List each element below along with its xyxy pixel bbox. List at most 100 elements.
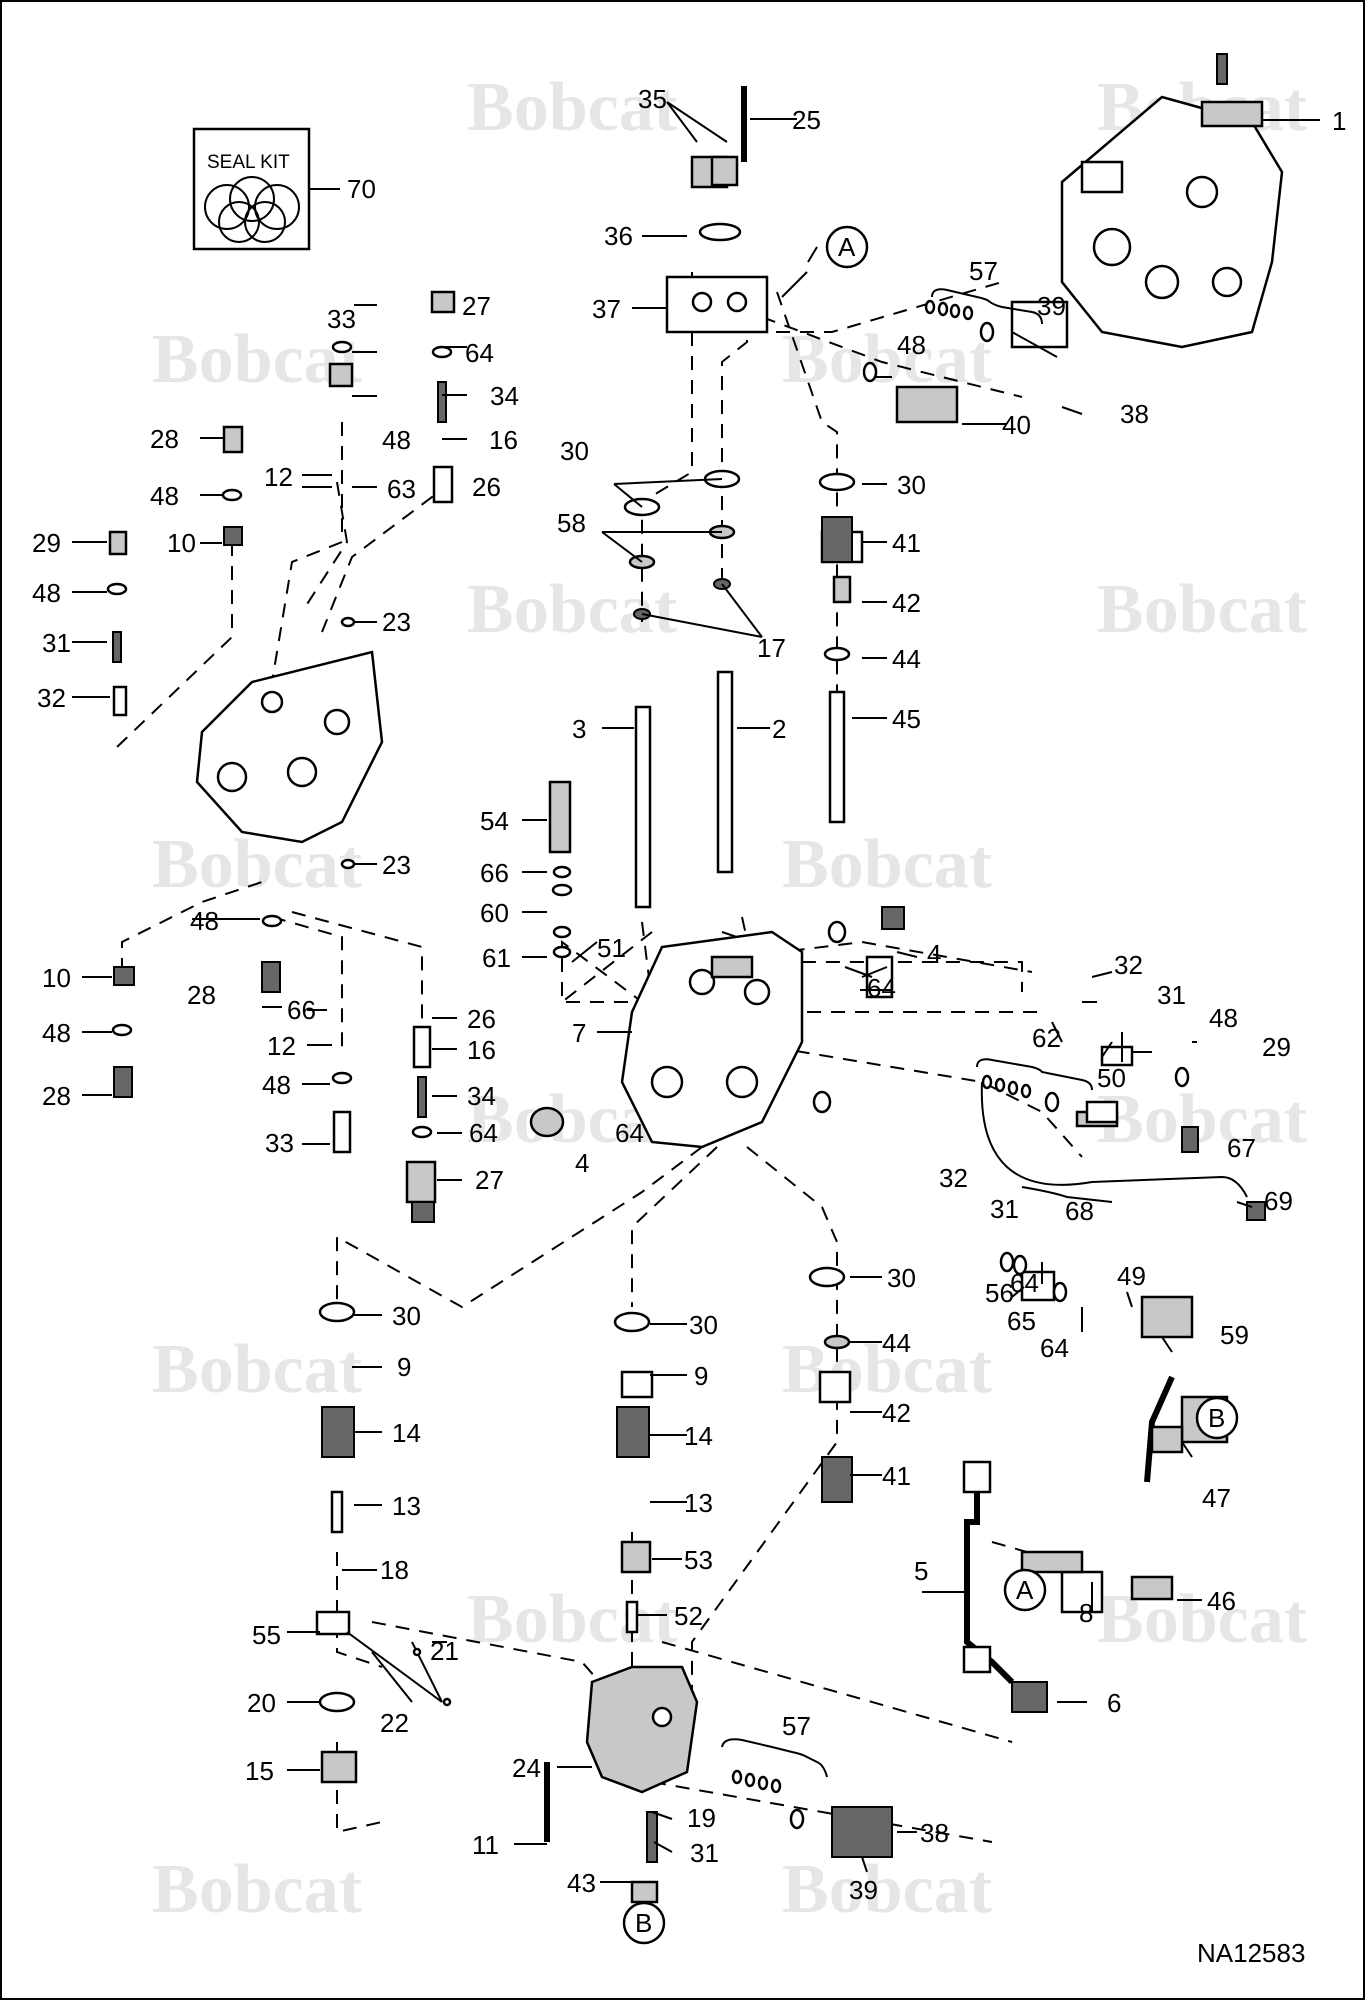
watermark: Bobcat: [467, 1581, 677, 1658]
label-33: 33: [265, 1128, 294, 1158]
label-32: 32: [939, 1163, 968, 1193]
watermark: Bobcat: [152, 321, 362, 398]
valve-bottom-section-24: [544, 1665, 699, 1842]
label-12: 12: [264, 462, 293, 492]
label-39: 39: [1037, 291, 1066, 321]
label-31: 31: [1157, 980, 1186, 1010]
label-45: 45: [892, 704, 921, 734]
label-24: 24: [512, 1753, 541, 1783]
callout-a-mid: A: [1016, 1575, 1034, 1605]
label-30: 30: [887, 1263, 916, 1293]
label-32: 32: [1114, 950, 1143, 980]
drawing-number: NA12583: [1197, 1938, 1305, 1968]
label-7: 7: [572, 1018, 586, 1048]
o-rings: [106, 340, 856, 1713]
label-40: 40: [1002, 410, 1031, 440]
label-32: 32: [37, 683, 66, 713]
callout-b-right: B: [1208, 1403, 1225, 1433]
label-18: 18: [380, 1555, 409, 1585]
label-4: 4: [575, 1148, 589, 1178]
label-39: 39: [849, 1875, 878, 1905]
label-41: 41: [892, 528, 921, 558]
label-13: 13: [684, 1488, 713, 1518]
label-44: 44: [892, 644, 921, 674]
label-4: 4: [927, 939, 941, 969]
label-30: 30: [392, 1301, 421, 1331]
label-41: 41: [882, 1461, 911, 1491]
label-69: 69: [1264, 1186, 1293, 1216]
watermark: Bobcat: [782, 321, 992, 398]
label-55: 55: [252, 1620, 281, 1650]
label-31: 31: [990, 1194, 1019, 1224]
seal-kit-box: SEAL KIT 70: [192, 127, 376, 251]
spool-3: [634, 705, 652, 909]
label-15: 15: [245, 1756, 274, 1786]
label-36: 36: [604, 221, 633, 251]
callout-b-bottom: B: [635, 1908, 652, 1938]
label-16: 16: [489, 425, 518, 455]
label-53: 53: [684, 1545, 713, 1575]
label-57: 57: [782, 1711, 811, 1741]
label-48: 48: [897, 330, 926, 360]
seal-kit-frame: [192, 127, 311, 251]
label-42: 42: [892, 588, 921, 618]
label-14: 14: [392, 1418, 421, 1448]
hose-47: [1144, 1375, 1184, 1483]
label-68: 68: [1065, 1196, 1094, 1226]
watermark: Bobcat: [782, 826, 992, 903]
label-13: 13: [392, 1491, 421, 1521]
label-20: 20: [247, 1688, 276, 1718]
label-49: 49: [1117, 1261, 1146, 1291]
label-27: 27: [462, 291, 491, 321]
watermark: Bobcat: [1097, 1081, 1307, 1158]
label-64: 64: [465, 338, 494, 368]
label-48: 48: [382, 425, 411, 455]
spool-2: [716, 670, 734, 874]
label-56: 56: [985, 1278, 1014, 1308]
label-66: 66: [287, 995, 316, 1025]
callout-a-top: A: [838, 232, 856, 262]
label-30: 30: [689, 1310, 718, 1340]
watermark: Bobcat: [152, 826, 362, 903]
label-64: 64: [615, 1118, 644, 1148]
label-54: 54: [480, 806, 509, 836]
label-6: 6: [1107, 1688, 1121, 1718]
label-61: 61: [482, 943, 511, 973]
label-43: 43: [567, 1868, 596, 1898]
label-35: 35: [638, 84, 667, 114]
assembled-valve-illustration: [1060, 53, 1320, 349]
label-37: 37: [592, 294, 621, 324]
label-52: 52: [674, 1601, 703, 1631]
callout-circle-b-bottom: [622, 1901, 666, 1945]
tube-5: [962, 1460, 1015, 1685]
label-5: 5: [914, 1556, 928, 1586]
label-34: 34: [490, 381, 519, 411]
label-9: 9: [694, 1361, 708, 1391]
label-48: 48: [150, 481, 179, 511]
label-64: 64: [1040, 1333, 1069, 1363]
label-23: 23: [382, 607, 411, 637]
label-11: 11: [472, 1830, 499, 1860]
label-30: 30: [897, 470, 926, 500]
label-16: 16: [467, 1035, 496, 1065]
label-3: 3: [572, 714, 586, 744]
label-46: 46: [1207, 1586, 1236, 1616]
label-48: 48: [262, 1070, 291, 1100]
label-28: 28: [187, 980, 216, 1010]
label-10: 10: [42, 963, 71, 993]
watermark-layer: Bobcat Bobcat Bobcat Bobcat Bobcat Bobca…: [152, 69, 1307, 1928]
callout-circle-a-top: [825, 225, 869, 269]
label-57: 57: [969, 256, 998, 286]
valve-body-7: [620, 930, 804, 1149]
watermark: Bobcat: [467, 69, 677, 146]
label-48: 48: [32, 578, 61, 608]
label-67: 67: [1227, 1133, 1256, 1163]
label-51: 51: [597, 933, 626, 963]
label-48: 48: [42, 1018, 71, 1048]
valve-top-section-37: [665, 86, 769, 334]
label-31: 31: [690, 1838, 719, 1868]
label-27: 27: [475, 1165, 504, 1195]
label-33: 33: [327, 304, 356, 334]
